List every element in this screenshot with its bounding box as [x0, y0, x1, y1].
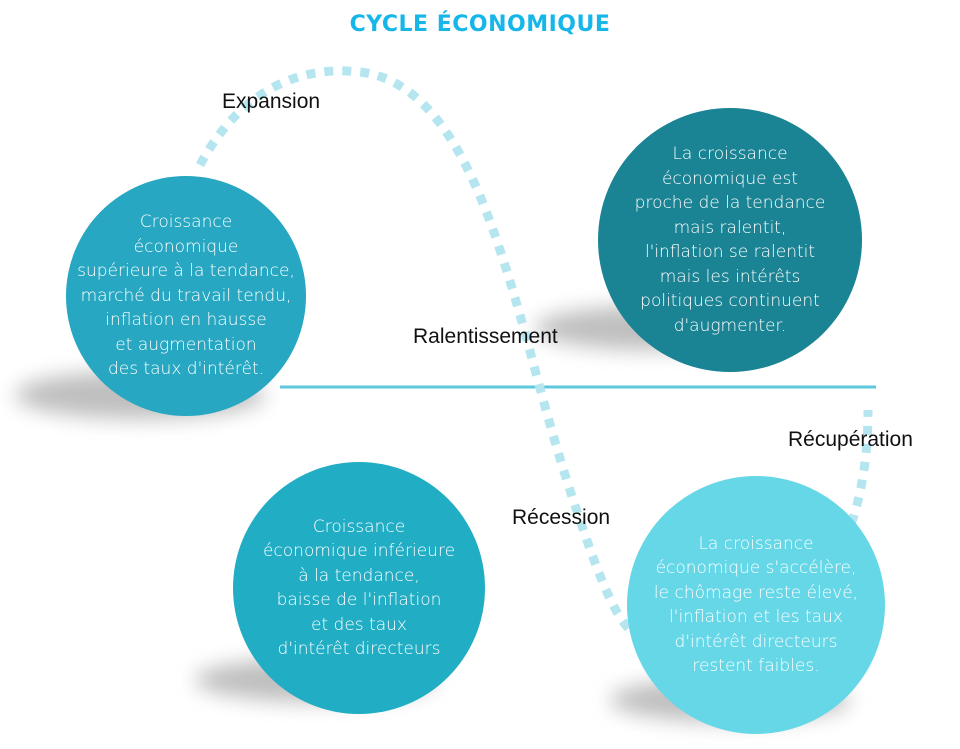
expansion-description: Croissance économique supérieure à la te… [77, 212, 295, 380]
diagram-title: CYCLE ÉCONOMIQUE [349, 12, 611, 37]
expansion-circle: Croissance économique supérieure à la te… [66, 176, 306, 416]
phase-label-slowdown: Ralentissement [413, 325, 558, 348]
recovery-description: La croissance économique s'accélère, le … [653, 533, 859, 677]
recovery-circle: La croissance économique s'accélère, le … [627, 476, 885, 734]
slowdown-circle: La croissance économique est proche de l… [598, 108, 862, 372]
phase-label-recession: Récession [512, 506, 611, 529]
phase-label-recovery: Récupération [788, 428, 913, 451]
economic-cycle-wave [196, 66, 634, 634]
recession-circle: Croissance économique inférieure à la te… [233, 462, 485, 714]
phase-label-expansion: Expansion [222, 90, 321, 113]
slowdown-description: La croissance économique est proche de l… [634, 144, 826, 336]
recession-description: Croissance économique inférieure à la te… [262, 516, 456, 660]
